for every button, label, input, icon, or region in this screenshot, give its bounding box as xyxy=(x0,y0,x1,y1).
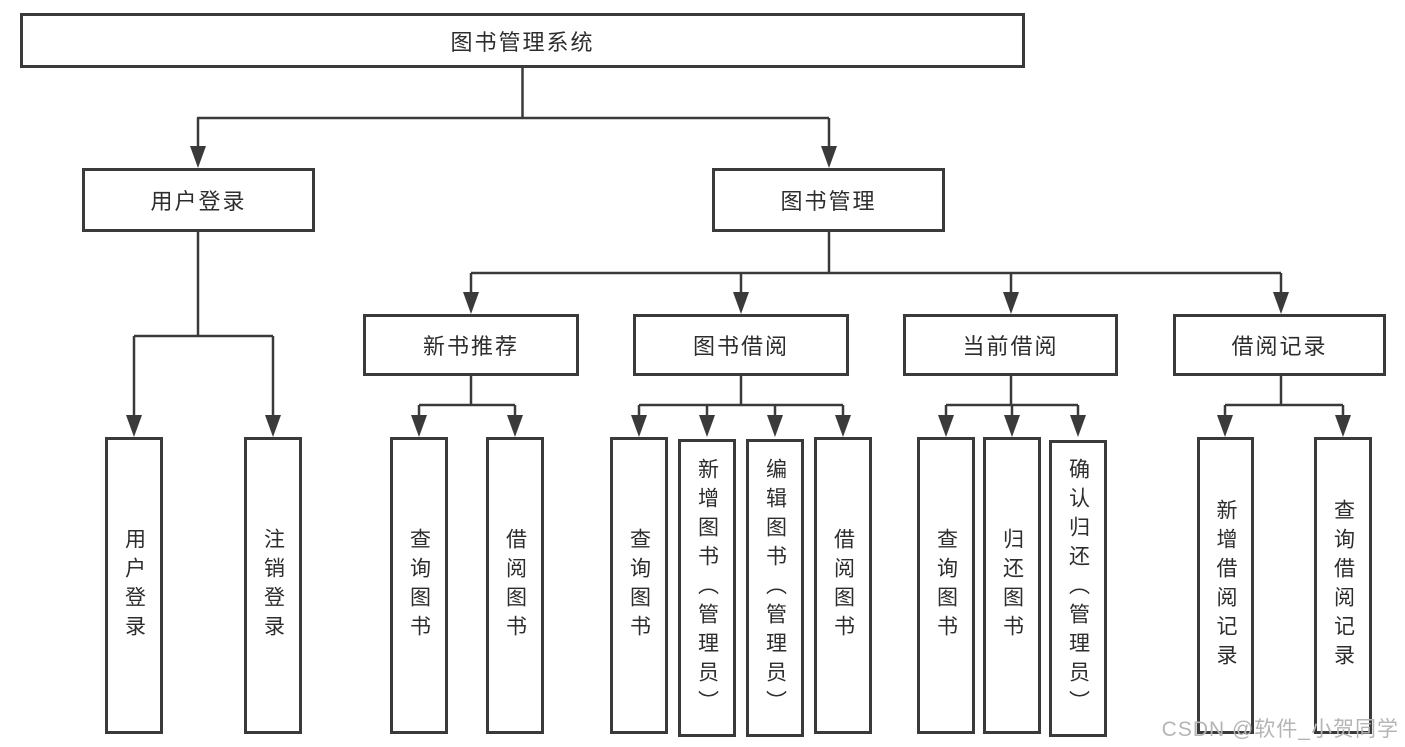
node-book-management-label: 图书管理 xyxy=(780,189,877,214)
node-root-label: 图书管理系统 xyxy=(450,29,595,55)
node-book-management: 图书管理 xyxy=(712,168,945,232)
node-book-borrowing-label: 图书借阅 xyxy=(692,334,789,359)
node-current-borrowing-label: 当前借阅 xyxy=(962,334,1059,359)
leaf-query-books-3: 查询图书 xyxy=(917,437,975,734)
node-new-book-recommend: 新书推荐 xyxy=(363,314,579,376)
node-user-login: 用户登录 xyxy=(82,168,315,232)
node-current-borrowing: 当前借阅 xyxy=(903,314,1118,376)
leaf-query-books-1: 查询图书 xyxy=(390,437,448,734)
leaf-query-books-1-label: 查询图书 xyxy=(407,527,431,644)
leaf-query-books-2-label: 查询图书 xyxy=(627,527,651,644)
leaf-confirm-return-admin-label: 确认归还（管理员） xyxy=(1066,458,1090,719)
leaf-add-borrow-record: 新增借阅记录 xyxy=(1197,437,1254,734)
node-borrowing-records-label: 借阅记录 xyxy=(1231,334,1328,359)
node-new-book-recommend-label: 新书推荐 xyxy=(422,334,519,359)
arrowheads xyxy=(126,146,1351,437)
leaf-query-borrow-record: 查询借阅记录 xyxy=(1314,437,1372,734)
leaf-query-books-2: 查询图书 xyxy=(610,437,668,734)
leaf-query-borrow-record-label: 查询借阅记录 xyxy=(1331,498,1355,673)
leaf-query-books-3-label: 查询图书 xyxy=(934,527,958,644)
leaf-add-books-admin: 新增图书（管理员） xyxy=(678,439,736,737)
leaf-return-books: 归还图书 xyxy=(983,437,1041,734)
leaf-user-login-label: 用户登录 xyxy=(122,527,146,644)
node-root: 图书管理系统 xyxy=(20,13,1025,68)
leaf-logout: 注销登录 xyxy=(244,437,302,734)
leaf-add-borrow-record-label: 新增借阅记录 xyxy=(1214,498,1237,673)
leaf-confirm-return-admin: 确认归还（管理员） xyxy=(1049,440,1107,737)
leaf-borrow-books-1-label: 借阅图书 xyxy=(503,527,527,644)
leaf-add-books-admin-label: 新增图书（管理员） xyxy=(695,457,719,719)
leaf-edit-books-admin-label: 编辑图书（管理员） xyxy=(763,457,787,719)
node-user-login-label: 用户登录 xyxy=(150,189,247,214)
leaf-borrow-books-2-label: 借阅图书 xyxy=(831,527,855,644)
csdn-watermark: CSDN @软件_小贺同学 xyxy=(1161,718,1399,741)
leaf-return-books-label: 归还图书 xyxy=(1000,527,1024,644)
leaf-edit-books-admin: 编辑图书（管理员） xyxy=(746,439,804,737)
leaf-borrow-books-1: 借阅图书 xyxy=(486,437,544,734)
leaf-logout-label: 注销登录 xyxy=(261,527,285,644)
leaf-user-login: 用户登录 xyxy=(105,437,163,734)
node-book-borrowing: 图书借阅 xyxy=(633,314,849,376)
node-borrowing-records: 借阅记录 xyxy=(1173,314,1386,376)
leaf-borrow-books-2: 借阅图书 xyxy=(814,437,872,734)
